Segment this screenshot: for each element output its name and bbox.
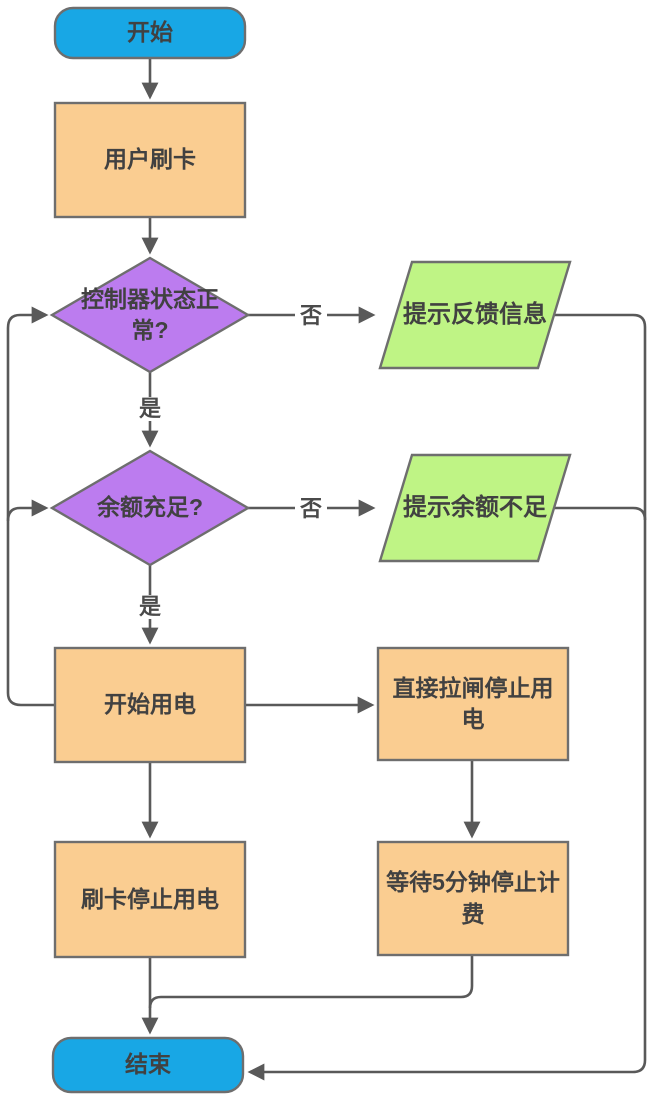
wait-5min-node-shape	[376, 840, 570, 957]
start-node-shape	[53, 6, 247, 60]
user-swipe-node-shape	[53, 101, 247, 219]
edge-label-yes-controller: 是	[133, 397, 167, 421]
pull-switch-node-shape	[376, 646, 570, 762]
insufficient-msg-io-shape	[378, 453, 572, 563]
swipe-stop-node-shape	[53, 840, 247, 959]
controller-ok-decision-shape	[49, 256, 251, 374]
edge-label-yes-balance: 是	[133, 595, 167, 619]
edge-insufficient-merge	[554, 506, 647, 521]
edge-label-no-balance: 否	[294, 497, 328, 521]
edge-feedback-to-end	[247, 313, 647, 1081]
edge-loop-branch-to-balance	[6, 499, 49, 522]
feedback-msg-io-shape	[378, 260, 572, 370]
end-node-shape	[51, 1036, 245, 1094]
start-power-node-shape	[53, 646, 247, 764]
balance-ok-decision-shape	[49, 449, 251, 567]
edge-label-no-controller: 否	[294, 304, 328, 328]
edge-wait5min-merge	[148, 955, 474, 1009]
edge-startpower-loop-to-controller	[6, 306, 55, 707]
